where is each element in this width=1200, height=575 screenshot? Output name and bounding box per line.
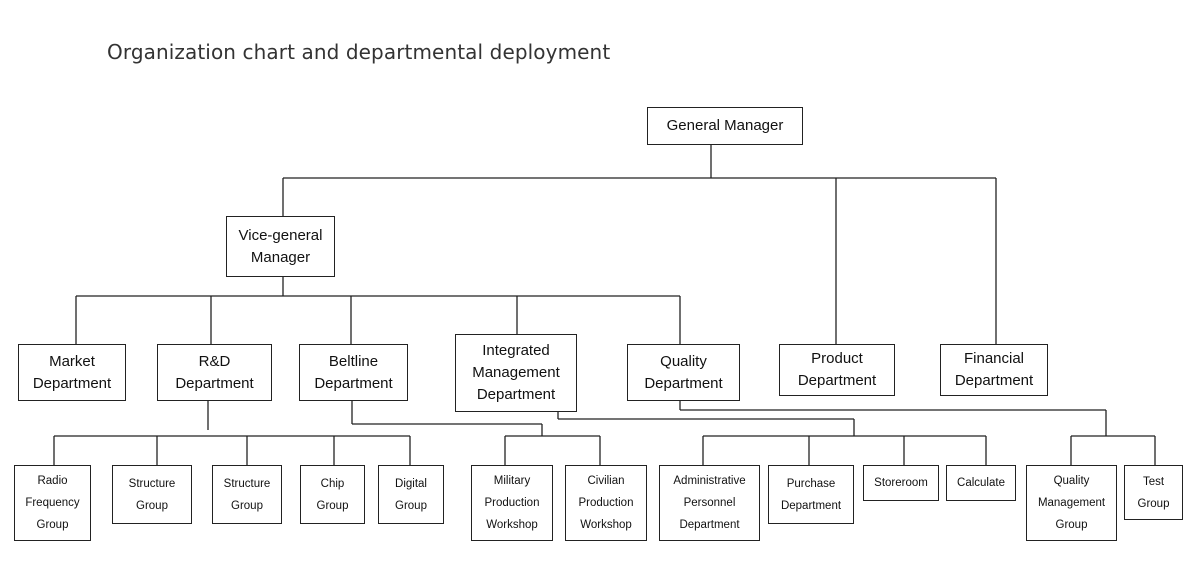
node-rnd-department: R&D Department bbox=[157, 344, 272, 401]
node-digital-group: Digital Group bbox=[378, 465, 444, 524]
chart-title: Organization chart and departmental depl… bbox=[107, 40, 611, 64]
node-administrative-personnel-department: Administrative Personnel Department bbox=[659, 465, 760, 541]
node-structure-group-2: Structure Group bbox=[212, 465, 282, 524]
node-chip-group: Chip Group bbox=[300, 465, 365, 524]
node-civilian-production-workshop: Civilian Production Workshop bbox=[565, 465, 647, 541]
node-beltline-department: Beltline Department bbox=[299, 344, 408, 401]
node-purchase-department: Purchase Department bbox=[768, 465, 854, 524]
node-product-department: Product Department bbox=[779, 344, 895, 396]
node-calculate: Calculate bbox=[946, 465, 1016, 501]
node-vice-general-manager: Vice-general Manager bbox=[226, 216, 335, 277]
node-storeroom: Storeroom bbox=[863, 465, 939, 501]
node-integrated-management-department: Integrated Management Department bbox=[455, 334, 577, 412]
node-market-department: Market Department bbox=[18, 344, 126, 401]
node-military-production-workshop: Military Production Workshop bbox=[471, 465, 553, 541]
node-financial-department: Financial Department bbox=[940, 344, 1048, 396]
node-quality-department: Quality Department bbox=[627, 344, 740, 401]
node-test-group: Test Group bbox=[1124, 465, 1183, 520]
node-general-manager: General Manager bbox=[647, 107, 803, 145]
node-structure-group-1: Structure Group bbox=[112, 465, 192, 524]
node-quality-management-group: Quality Management Group bbox=[1026, 465, 1117, 541]
node-radio-frequency-group: Radio Frequency Group bbox=[14, 465, 91, 541]
